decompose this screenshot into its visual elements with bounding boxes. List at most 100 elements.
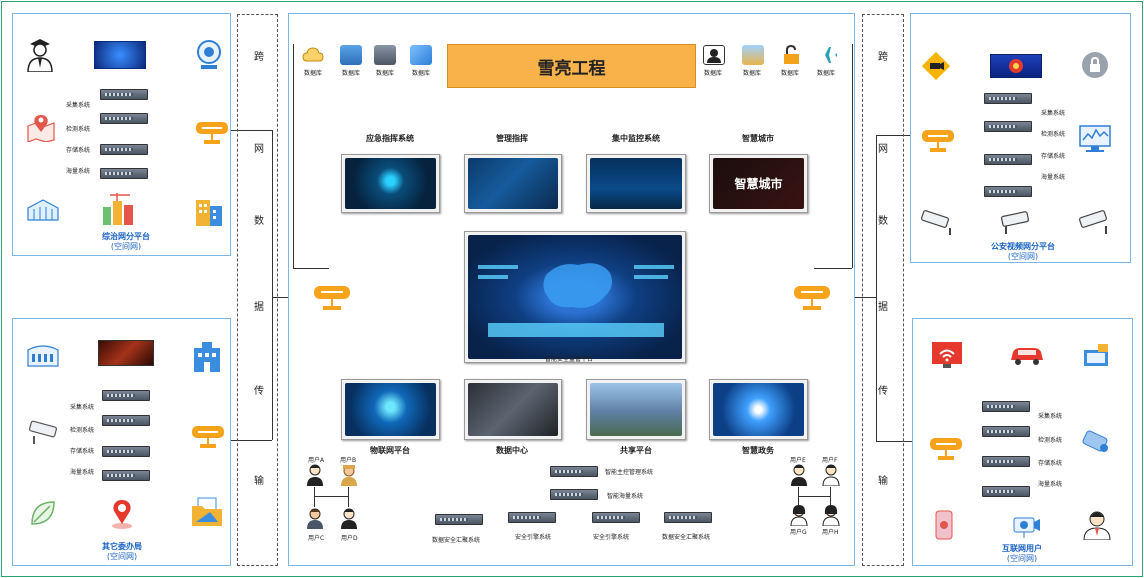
server-main-control: [550, 466, 598, 477]
monitor-label: 管理指挥: [496, 134, 528, 143]
router-icon: [792, 282, 832, 312]
system-label: 采集系统: [70, 404, 95, 411]
cctv-camera-icon: [26, 420, 62, 446]
user-label: 用户H: [822, 529, 839, 536]
warehouse-icon: [26, 198, 60, 222]
server-mass: [100, 168, 148, 179]
server-label: 智能主控管理系统: [605, 469, 654, 476]
system-label: 检测系统: [1041, 131, 1066, 138]
system-label: 采集系统: [1038, 413, 1063, 420]
server-rack-icon: [340, 45, 362, 65]
user-label: 用户D: [341, 535, 358, 542]
server-label: 数据安全汇聚系统: [662, 534, 711, 541]
database-label: 数据库: [703, 70, 722, 77]
server-storage: [102, 446, 150, 457]
channel-char: 据: [878, 302, 888, 313]
router-icon: [920, 126, 956, 154]
server-mass: [982, 486, 1030, 497]
channel-char: 输: [254, 476, 264, 487]
server-label: 数据安全汇聚系统: [432, 537, 481, 544]
police-emblem-icon: [990, 54, 1042, 78]
hospital-building-icon: [192, 340, 222, 372]
user-label: 用户E: [790, 457, 806, 464]
channel-char: 跨: [878, 52, 888, 63]
monitor-management: [464, 154, 562, 213]
monitor-data-center: [464, 379, 562, 440]
user-label: 用户C: [308, 535, 325, 542]
user-icon: [822, 464, 840, 487]
user-label: 用户F: [822, 457, 838, 464]
cloud-database-icon: [302, 45, 324, 65]
leaf-eco-icon: [28, 498, 58, 528]
panel-title: 互联网用户(空间网): [1002, 544, 1042, 563]
server-storage: [100, 144, 148, 155]
server-collect: [102, 390, 150, 401]
router-icon: [194, 118, 230, 146]
system-label: 海量系统: [70, 469, 95, 476]
server-detect: [982, 426, 1030, 437]
monitor-sharing: [586, 379, 686, 440]
dome-camera-icon: [1078, 426, 1114, 462]
analytics-monitor-icon: [1078, 124, 1112, 154]
alarm-lock-icon: [1080, 50, 1110, 80]
user-icon: [790, 464, 808, 486]
server-label: 安全引擎系统: [515, 534, 552, 541]
channel-char: 数: [254, 216, 264, 227]
panel-title: 其它委办局(空间网): [102, 542, 142, 561]
location-pin-icon: [106, 498, 138, 530]
monitor-label: 物联网平台: [370, 446, 410, 455]
channel-char: 跨: [254, 52, 264, 63]
warning-camera-icon: [920, 50, 952, 82]
user-icon: [790, 504, 808, 527]
monitor-monitoring: [586, 154, 686, 213]
monitor-label: 共享平台: [620, 446, 652, 455]
airplane-icon: [816, 45, 838, 65]
server-detect: [100, 113, 148, 124]
cross-network-channel-right: [862, 14, 904, 566]
server-collect: [100, 89, 148, 100]
monitor-label: 应急指挥系统: [366, 134, 414, 143]
system-label: 采集系统: [66, 102, 91, 109]
system-label: 检测系统: [66, 126, 91, 133]
server-collect: [984, 93, 1032, 104]
monitor-emergency: [341, 154, 440, 213]
database-label: 数据库: [375, 70, 394, 77]
system-label: 检测系统: [70, 427, 95, 434]
channel-char: 网: [254, 144, 264, 155]
server-data-aggregation: [664, 512, 712, 523]
user-card-icon: [703, 45, 725, 65]
server-data-aggregation: [435, 514, 483, 525]
server-security-engine: [592, 512, 640, 523]
computer-user-icon: [1080, 342, 1112, 370]
router-icon: [190, 422, 226, 450]
monitor-iot: [341, 379, 440, 440]
router-icon: [312, 282, 352, 312]
monitor-label: 集中监控系统: [612, 134, 660, 143]
monitor-gov: [709, 379, 808, 440]
server-security-engine: [508, 512, 556, 523]
server-label: 安全引擎系统: [593, 534, 630, 541]
channel-char: 传: [878, 386, 888, 397]
fireworks-image-icon: [98, 340, 154, 366]
monitor-label: 智慧城市: [742, 134, 774, 143]
cross-network-channel-left: [237, 14, 278, 566]
user-label: 用户G: [790, 529, 807, 536]
project-title-banner: 雪亮工程: [447, 44, 696, 88]
user-icon: [306, 464, 324, 486]
panel-title: 公安视频网分平台(空间网): [991, 242, 1055, 261]
channel-char: 输: [878, 476, 888, 487]
cctv-camera-icon: [1076, 208, 1114, 236]
storage-device-icon: [410, 45, 432, 65]
server-mass: [984, 186, 1032, 197]
server-label: 智能海量系统: [607, 493, 644, 500]
user-icon: [306, 507, 324, 529]
monitor-smart-city: 智慧城市: [709, 154, 808, 213]
smart-city-text: 智慧城市: [734, 177, 783, 191]
system-label: 存储系统: [66, 147, 91, 154]
location-map-icon: [26, 114, 56, 143]
folder-files-icon: [190, 496, 224, 528]
system-label: 海量系统: [1041, 174, 1066, 181]
server-collect: [982, 401, 1030, 412]
channel-char: 数: [878, 216, 888, 227]
database-label: 数据库: [411, 70, 430, 77]
